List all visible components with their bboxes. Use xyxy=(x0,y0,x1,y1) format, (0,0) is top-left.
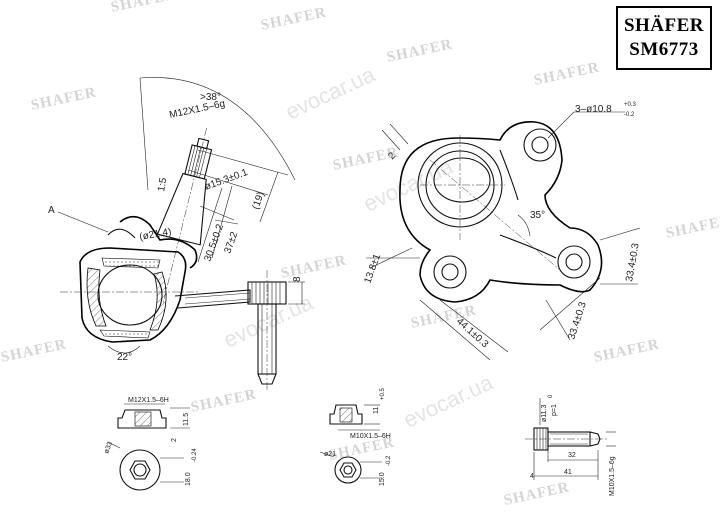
nut1-thread-label: M12X1.5–6H xyxy=(128,397,169,404)
center-line-diag xyxy=(429,159,561,271)
watermark-evocar: evocar.ua xyxy=(220,289,318,352)
dim-taper: 1:5 xyxy=(156,176,169,192)
watermark-shafer: SHAFER xyxy=(533,59,602,89)
hole-top-outer xyxy=(523,128,557,162)
watermark-shafer: SHAFER xyxy=(280,252,349,282)
hole-right xyxy=(565,253,583,271)
main-thread-label: M12X1.5–6g xyxy=(168,98,226,121)
dust-boot-fold xyxy=(107,228,136,239)
dim-33-4-b: 33.4±0.3 xyxy=(624,242,642,283)
holes-label: 3–ø10.8 xyxy=(575,104,612,115)
housing-hatch-right xyxy=(149,271,167,331)
watermark-shafer: SHAFER xyxy=(190,386,259,416)
watermark-shafer: SHAFER xyxy=(30,84,99,114)
bolt-4: 4 xyxy=(530,473,534,480)
brand-name: SHÄFER xyxy=(623,15,705,36)
housing xyxy=(79,247,187,343)
watermark-shafer: SHAFER xyxy=(593,336,662,366)
angle-leader xyxy=(139,77,149,191)
housing-top-ring xyxy=(101,257,161,269)
angle-arc xyxy=(139,77,296,181)
dim-8: 8 xyxy=(292,276,303,282)
nut1-width: 18.0 xyxy=(185,472,192,486)
stud xyxy=(156,127,213,303)
label-a: A xyxy=(48,205,55,216)
angle-22-label: 22° xyxy=(117,352,132,363)
angle-35-label: 35° xyxy=(530,210,545,221)
nut2-hex xyxy=(339,462,357,478)
dim-30: 30.5±0.2 xyxy=(202,222,226,263)
bolt-pitch: p=1 xyxy=(551,404,558,416)
ball xyxy=(97,264,163,326)
nut1-thickness: 2 xyxy=(171,438,178,442)
dim-13-8: 13.8±1 xyxy=(362,252,383,285)
bolt-diameter: ø11.3 xyxy=(541,405,548,422)
holes-tol-dn: -0.2 xyxy=(624,112,635,118)
watermark-shafer: SHAFER xyxy=(0,336,68,366)
nut2-width: 15.0 xyxy=(379,472,386,486)
housing-inner xyxy=(433,157,491,203)
nut1-height: 11.5 xyxy=(183,413,190,426)
dim-d15: ø15.3±0.1 xyxy=(203,167,249,193)
dim-44-1: 44.1±0.3 xyxy=(454,316,491,350)
bolt-diameter-tol: 0 xyxy=(548,394,554,398)
rib xyxy=(499,234,557,259)
angle-38-label: >38° xyxy=(200,92,221,103)
angle-22-arc xyxy=(107,345,141,354)
nut2-side xyxy=(329,404,363,425)
watermark-shafer: SHAFER xyxy=(386,36,455,66)
nut2-height-tol: +0.5 xyxy=(380,387,386,400)
watermark-evocar: evocar.ua xyxy=(400,369,498,432)
watermark-evocar: evocar.ua xyxy=(282,61,380,124)
nut-m12: M12X1.5–6H 11.5 2 ø33 18.0 -0.24 xyxy=(103,397,198,491)
nut2-height: 11 xyxy=(373,407,380,414)
angle-35-arc xyxy=(517,214,531,237)
nut-m10: 11 +0.5 M10X1.5–6H ø21 15.0 -0.2 xyxy=(319,387,392,486)
dim-d21: (ø21.4) xyxy=(139,227,173,243)
bolt-length-41: 41 xyxy=(564,469,572,476)
nut2-thread-label: M10X1.5–6H xyxy=(350,433,391,440)
hole-left-outer xyxy=(433,255,467,289)
holes-tol-up: +0.3 xyxy=(624,102,637,108)
bolt-length-32: 32 xyxy=(568,452,576,459)
rib xyxy=(499,149,519,201)
hole-top xyxy=(531,136,549,154)
watermark-shafer: SHAFER xyxy=(503,479,572,509)
part-number: SM6773 xyxy=(629,39,699,60)
bolt-thread-label: M10X1.5–6g xyxy=(609,456,616,496)
label-a-leader xyxy=(57,211,109,233)
nut1-diameter: ø33 xyxy=(103,441,114,455)
top-view: 3–ø10.8 +0.3 -0.2 2 35° 13.8±1 44.1±0.3 … xyxy=(362,102,642,361)
nut1-side xyxy=(117,409,167,429)
nut1-width-tol: -0.24 xyxy=(192,448,198,462)
nut2-washer xyxy=(334,456,362,484)
nut1-washer xyxy=(119,449,161,491)
side-view: >38° M12X1.5–6g xyxy=(48,77,305,392)
dim-33-4-a: 33.4±0.3 xyxy=(566,300,589,341)
dim-19: (19) xyxy=(250,191,266,211)
hole-right-outer xyxy=(557,245,591,279)
brand-box: SHÄFER SM6773 xyxy=(616,6,712,70)
nut2-diameter: ø21 xyxy=(324,451,336,458)
dust-boot xyxy=(119,215,198,269)
watermark-shafer: SHAFER xyxy=(260,4,329,34)
watermark-shafer: SHAFER xyxy=(665,212,720,242)
arm xyxy=(174,289,251,309)
housing-base xyxy=(99,329,151,339)
flange-outline xyxy=(399,121,603,303)
hole-left xyxy=(441,263,459,281)
nut2-width-tol: -0.2 xyxy=(386,455,392,466)
dim-37: 37±2 xyxy=(222,230,240,255)
watermark-shafer: SHAFER xyxy=(110,0,179,16)
housing-hatch-left xyxy=(86,267,107,327)
mounting-bolt xyxy=(247,270,287,392)
nut1-hex xyxy=(129,460,151,480)
bolt-m10: 32 41 4 ø11.3 0 p=1 M10X1.5–6g xyxy=(525,394,616,496)
